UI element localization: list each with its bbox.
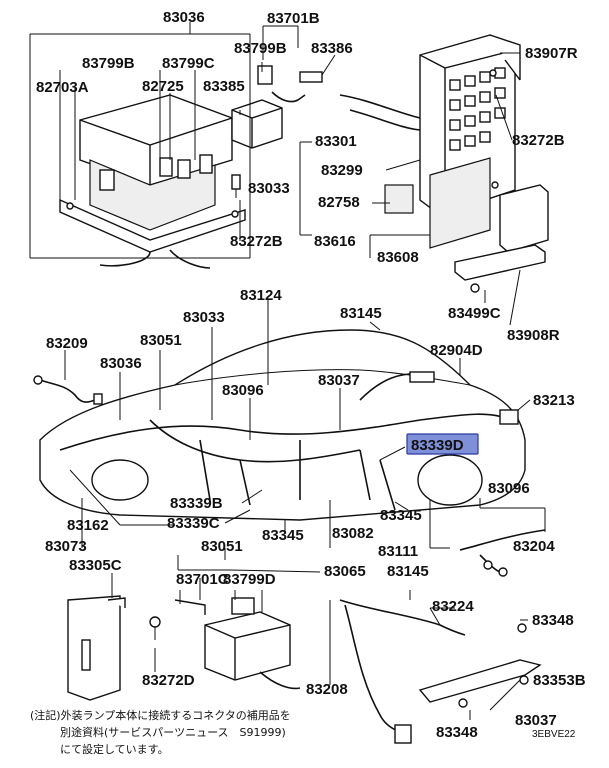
harness-83209-illustration — [33, 375, 103, 405]
label-83301[interactable]: 83301 — [315, 133, 357, 150]
label-83051-mid[interactable]: 83051 — [140, 332, 182, 349]
label-83908r[interactable]: 83908R — [507, 327, 560, 344]
footnote-line-2: 別途資料(サービスパーツニュース S91999) — [60, 725, 286, 739]
label-83209[interactable]: 83209 — [46, 335, 88, 352]
label-83348-right[interactable]: 83348 — [532, 612, 574, 629]
label-83145-mid[interactable]: 83145 — [340, 305, 382, 322]
relay-box-illustration — [59, 94, 246, 269]
label-83204[interactable]: 83204 — [513, 538, 555, 555]
junction-block-illustration — [339, 34, 549, 293]
car-body-illustration — [39, 329, 526, 521]
label-83162[interactable]: 83162 — [67, 517, 109, 534]
label-83037-mid[interactable]: 83037 — [318, 372, 360, 389]
label-83111[interactable]: 83111 — [378, 543, 418, 560]
leader-lines — [29, 22, 546, 720]
label-83145-bottom[interactable]: 83145 — [387, 563, 429, 580]
label-83799b-right[interactable]: 83799B — [234, 40, 287, 57]
label-83305c[interactable]: 83305C — [69, 557, 122, 574]
label-83033-top[interactable]: 83033 — [248, 180, 290, 197]
label-83272d[interactable]: 83272D — [142, 672, 195, 689]
label-83224[interactable]: 83224 — [432, 598, 474, 615]
label-83036-top[interactable]: 83036 — [163, 9, 205, 26]
label-83799b-left[interactable]: 83799B — [82, 55, 135, 72]
label-83608[interactable]: 83608 — [377, 249, 419, 266]
label-83799c[interactable]: 83799C — [162, 55, 215, 72]
label-83037-bottom[interactable]: 83037 — [515, 712, 557, 729]
footnote-line-1: (注記)外装ランプ本体に接続するコネクタの補用品を — [30, 708, 291, 722]
label-83213[interactable]: 83213 — [533, 392, 575, 409]
label-83096-right[interactable]: 83096 — [488, 480, 530, 497]
label-83339d[interactable]: 83339D — [411, 437, 464, 454]
footnote: (注記)外装ランプ本体に接続するコネクタの補用品を 別途資料(サービスパーツニュ… — [30, 708, 291, 756]
label-82725[interactable]: 82725 — [142, 78, 184, 95]
part-labels: 83036 83701B 83799B 83799C 83799B 83386 … — [36, 9, 586, 741]
footnote-line-3: にて設定しています。 — [60, 742, 169, 756]
label-83065[interactable]: 83065 — [324, 563, 366, 580]
label-83345-bottom[interactable]: 83345 — [262, 527, 304, 544]
label-83339c[interactable]: 83339C — [167, 515, 220, 532]
label-83386[interactable]: 83386 — [311, 40, 353, 57]
label-83799d[interactable]: 83799D — [223, 571, 276, 588]
label-83208[interactable]: 83208 — [306, 681, 348, 698]
label-83345-right[interactable]: 83345 — [380, 507, 422, 524]
label-83907r[interactable]: 83907R — [525, 45, 578, 62]
label-83082[interactable]: 83082 — [332, 525, 374, 542]
label-83051-bottom[interactable]: 83051 — [201, 538, 243, 555]
label-82703a[interactable]: 82703A — [36, 79, 89, 96]
label-83616[interactable]: 83616 — [314, 233, 356, 250]
label-83701b[interactable]: 83701B — [267, 10, 320, 27]
relay-83701c-illustration — [174, 597, 301, 690]
label-83124[interactable]: 83124 — [240, 287, 282, 304]
label-83299[interactable]: 83299 — [321, 162, 363, 179]
label-83272b-left[interactable]: 83272B — [230, 233, 283, 250]
label-83353b[interactable]: 83353B — [533, 672, 586, 689]
label-83385[interactable]: 83385 — [203, 78, 245, 95]
label-83701c[interactable]: 83701C — [176, 571, 229, 588]
label-83033-mid[interactable]: 83033 — [183, 309, 225, 326]
label-83096-mid[interactable]: 83096 — [222, 382, 264, 399]
bracket-83305c-illustration — [67, 595, 161, 701]
label-83073[interactable]: 83073 — [45, 538, 87, 555]
label-83339b[interactable]: 83339B — [170, 495, 223, 512]
harness-83224-illustration — [339, 599, 542, 744]
label-82758[interactable]: 82758 — [318, 194, 360, 211]
label-83348-bottom[interactable]: 83348 — [436, 724, 478, 741]
figure-code: 3EBVE22 — [532, 729, 576, 740]
harness-83204-illustration — [459, 529, 546, 577]
label-83272b-right[interactable]: 83272B — [512, 132, 565, 149]
label-83499c[interactable]: 83499C — [448, 305, 501, 322]
highlight-83339d — [406, 433, 479, 455]
relay-83385-illustration — [231, 65, 323, 149]
label-82904d[interactable]: 82904D — [430, 342, 483, 359]
label-83036-mid[interactable]: 83036 — [100, 355, 142, 372]
